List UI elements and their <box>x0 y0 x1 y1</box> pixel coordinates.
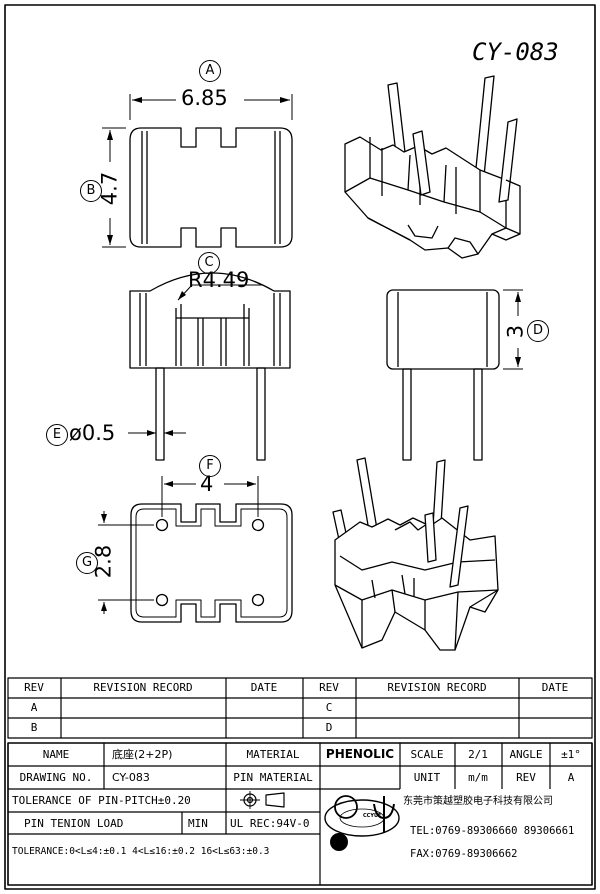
company-tel: TEL:0769-89306660 89306661 <box>410 825 575 837</box>
rev-label: REV <box>516 771 536 784</box>
bottom-view <box>98 476 293 623</box>
angle-value: ±1° <box>561 748 581 761</box>
front-view <box>128 272 291 461</box>
tolerance-pitch: TOLERANCE OF PIN-PITCH±0.20 <box>12 794 191 807</box>
dim-f-value: 4 <box>200 472 214 496</box>
top-view <box>102 94 293 248</box>
dim-d-marker: D <box>527 320 549 342</box>
rev-row-b: B <box>30 721 38 734</box>
tolerance-note: TOLERANCE:0<L≤4:±0.1 4<L≤16:±0.2 16<L≤63… <box>12 846 270 857</box>
scale-label: SCALE <box>410 748 444 761</box>
name-label: NAME <box>42 748 70 761</box>
rev-header-1: REV <box>24 681 44 694</box>
material-label: MATERIAL <box>246 748 300 761</box>
dim-b-value: 4.7 <box>97 171 122 206</box>
isometric-view-bottom <box>332 457 499 651</box>
ul-rec: UL REC:94V-0 <box>230 817 310 830</box>
dim-g-marker: G <box>76 552 98 574</box>
rev-header-4: REV <box>319 681 339 694</box>
angle-label: ANGLE <box>509 748 543 761</box>
dim-e-value: ø0.5 <box>69 421 116 445</box>
rev-row-a: A <box>30 701 38 714</box>
pin-material-label: PIN MATERIAL <box>233 771 313 784</box>
dim-e-marker: E <box>46 424 68 446</box>
rev-header-2: REVISION RECORD <box>93 681 193 694</box>
dim-c-value: R4.49 <box>188 268 250 292</box>
pin-tension-label: PIN TENION LOAD <box>24 817 124 830</box>
isometric-view-top <box>344 75 521 259</box>
material-value: PHENOLIC <box>325 747 395 761</box>
unit-label: UNIT <box>413 771 441 784</box>
logo-text: CCYUE <box>363 813 382 819</box>
dim-a-marker: A <box>199 60 221 82</box>
company-fax: FAX:0769-89306662 <box>410 848 518 860</box>
min-label: MIN <box>188 817 208 830</box>
dim-g-value: 2.8 <box>91 544 116 579</box>
rev-header-5: REVISION RECORD <box>387 681 487 694</box>
dim-d-value: 3 <box>503 324 528 339</box>
dim-c-marker: C <box>198 252 220 274</box>
company-name: 东莞市策越塑胶电子科技有限公司 <box>403 796 553 807</box>
title-block <box>7 742 593 886</box>
dim-b-marker: B <box>80 180 102 202</box>
logo <box>324 795 400 851</box>
unit-value: m/m <box>468 771 488 784</box>
scale-value: 2/1 <box>468 748 488 761</box>
side-view <box>386 289 523 461</box>
rev-header-3: DATE <box>250 681 278 694</box>
rev-row-c: C <box>325 701 333 714</box>
model-number: CY-083 <box>472 38 559 66</box>
dim-f-marker: F <box>199 455 221 477</box>
name-value: 底座(2+2P) <box>112 748 173 761</box>
revision-table <box>7 677 593 739</box>
drawing-no-value: CY-083 <box>112 771 150 784</box>
rev-value: A <box>567 771 575 784</box>
border-frame <box>4 4 596 890</box>
dim-a-value: 6.85 <box>181 86 228 110</box>
rev-header-6: DATE <box>541 681 569 694</box>
drawing-no-label: DRAWING NO. <box>19 771 93 784</box>
rev-row-d: D <box>325 721 333 734</box>
